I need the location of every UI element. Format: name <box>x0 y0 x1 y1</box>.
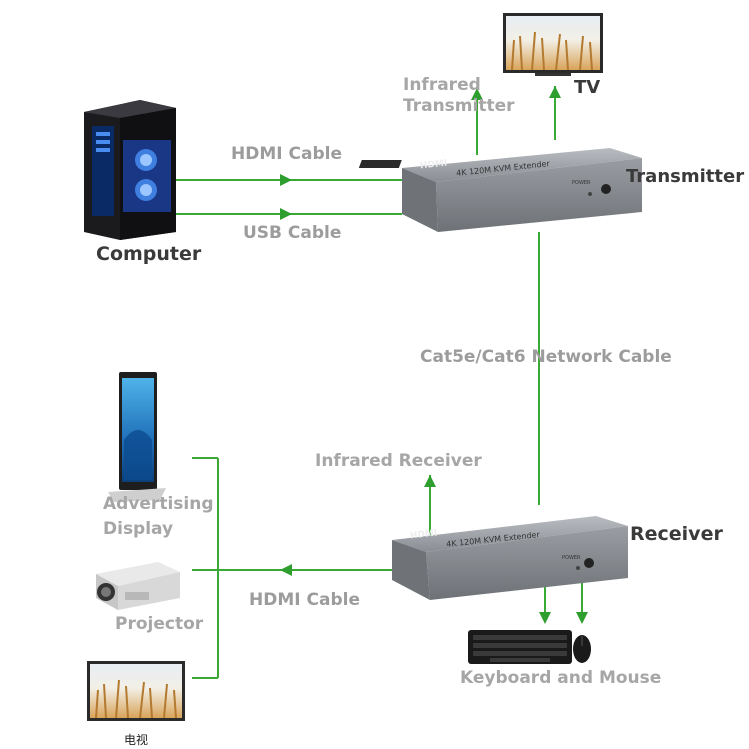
arrows <box>280 86 588 624</box>
label-usb-cable: USB Cable <box>243 223 342 243</box>
mouse-icon <box>573 635 591 663</box>
label-infrared-receiver: Infrared Receiver <box>315 451 482 471</box>
advertising-display-icon <box>108 372 166 502</box>
receiver-device-icon <box>392 516 628 600</box>
receiver-power-label: POWER <box>562 555 581 561</box>
arrow-hdmi-top <box>280 174 292 186</box>
tv-bottom-icon <box>87 661 185 721</box>
arrow-mouse <box>576 612 588 624</box>
label-transmitter: Transmitter <box>626 166 745 187</box>
label-hdmi-cable-bottom: HDMI Cable <box>249 590 360 610</box>
arrow-keyboard <box>539 612 551 624</box>
tv-top-icon <box>503 13 603 76</box>
arrow-tv <box>549 86 561 98</box>
label-computer: Computer <box>96 243 202 265</box>
transmitter-device-icon <box>358 148 642 232</box>
label-receiver: Receiver <box>630 523 723 545</box>
label-projector: Projector <box>115 614 204 634</box>
label-advertising-2: Display <box>103 519 174 539</box>
transmitter-power-label: POWER <box>572 180 591 186</box>
computer-tower-icon <box>84 100 176 240</box>
arrow-ir-transmitter <box>471 88 483 100</box>
arrow-hdmi-bottom <box>280 564 292 576</box>
arrow-ir-receiver <box>424 475 436 487</box>
label-infrared-transmitter-2: Transmitter <box>403 96 515 116</box>
projector-icon <box>96 562 180 610</box>
label-advertising-1: Advertising <box>103 494 214 514</box>
label-keyboard-mouse: Keyboard and Mouse <box>460 668 662 688</box>
label-hdmi-cable-top: HDMI Cable <box>231 144 342 164</box>
label-infrared-transmitter-1: Infrared <box>403 75 481 95</box>
label-network-cable: Cat5e/Cat6 Network Cable <box>420 347 672 367</box>
keyboard-icon <box>468 630 572 664</box>
label-tv-cn: 电视 <box>124 733 149 747</box>
label-tv-top: TV <box>574 77 601 98</box>
arrow-usb <box>280 208 292 220</box>
